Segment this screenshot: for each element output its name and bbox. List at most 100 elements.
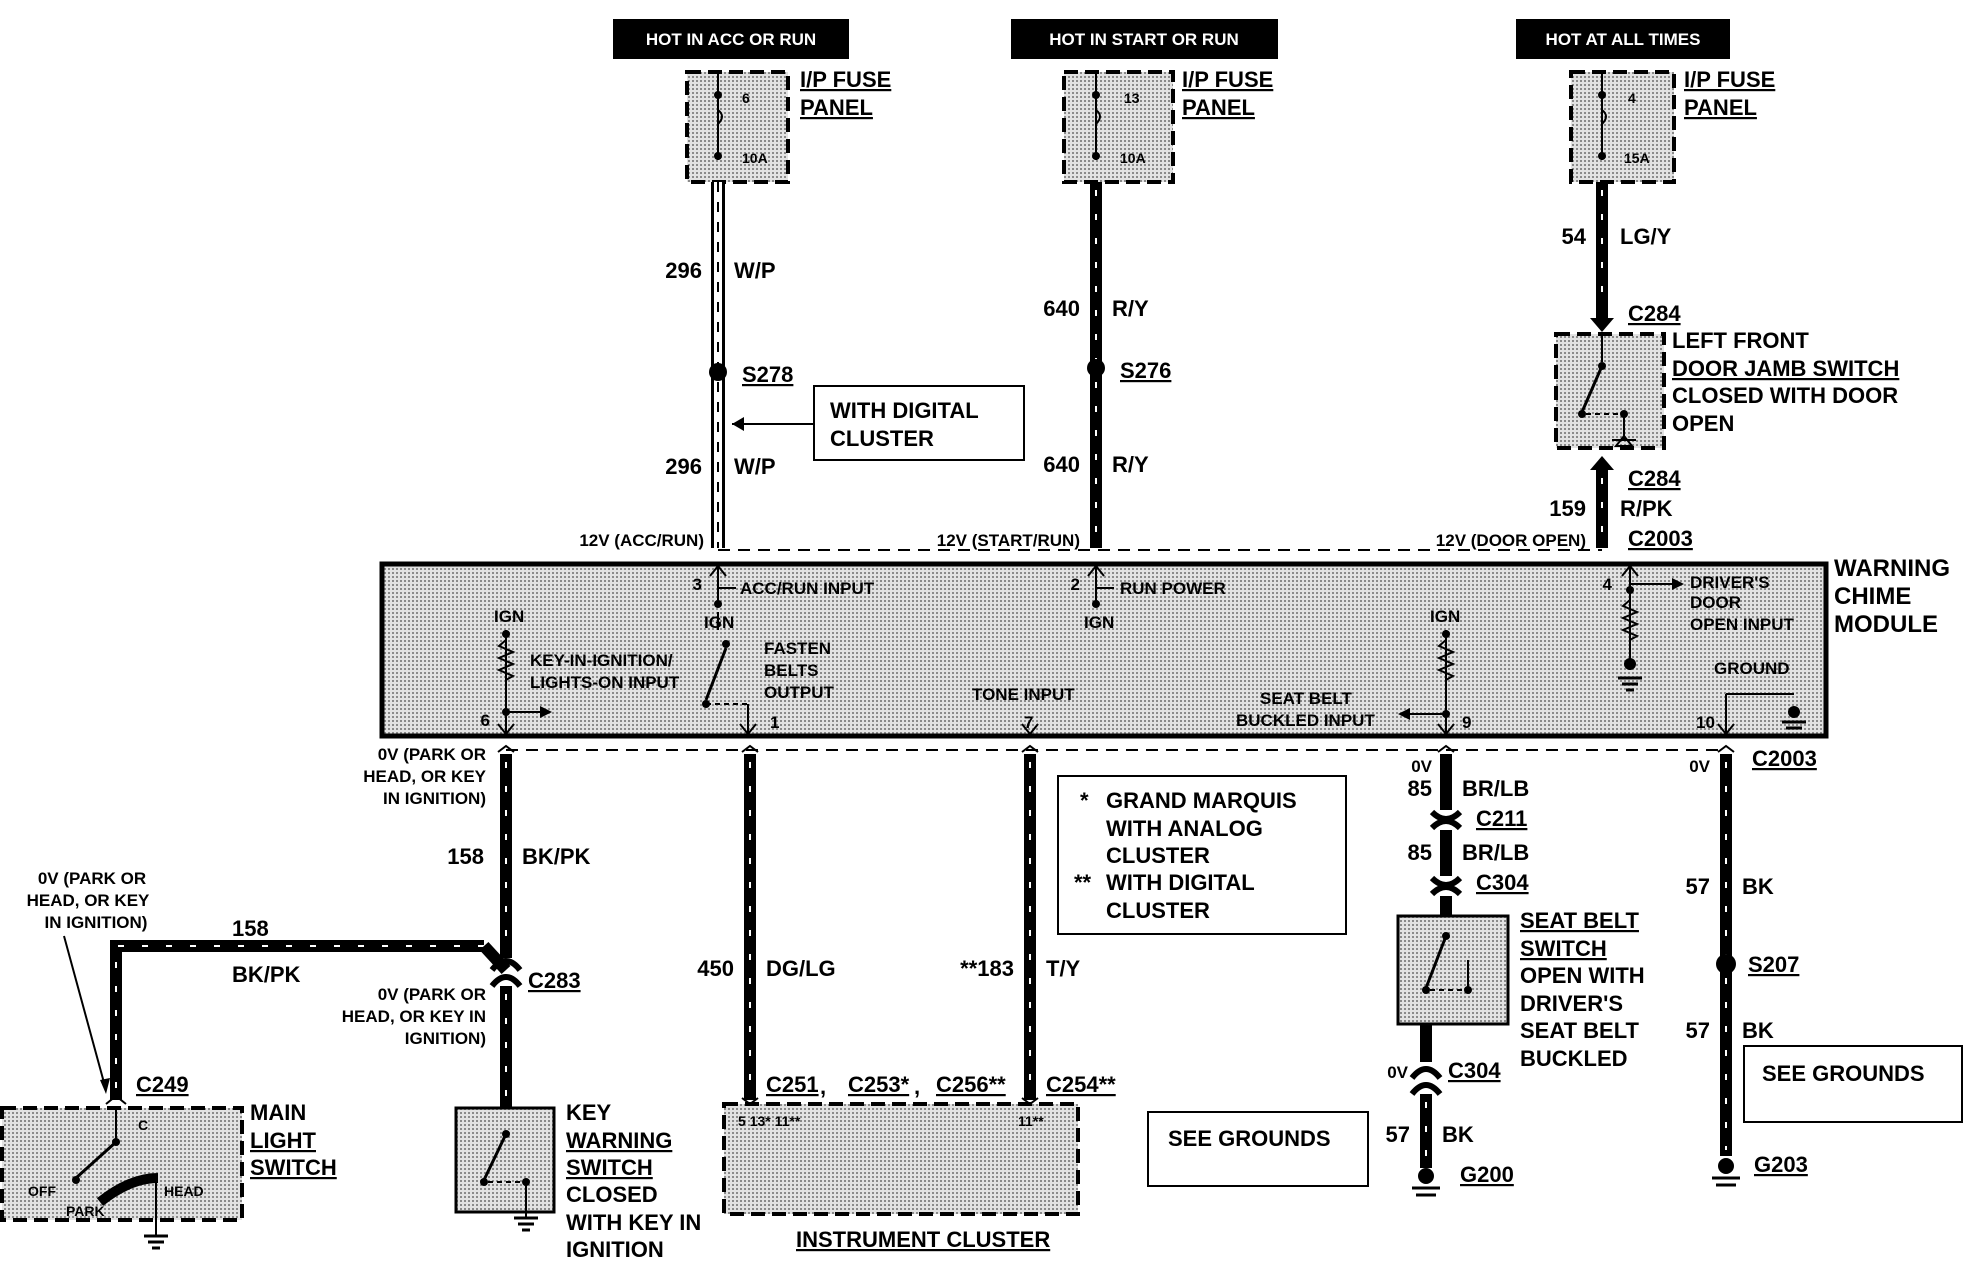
connector-c256: C256** <box>936 1072 1006 1097</box>
ign-run: IGN <box>1084 613 1114 632</box>
wire-57-color-c: BK <box>1742 1018 1774 1043</box>
fuse-6: 6 10A <box>685 70 790 184</box>
wire-640-circuit-b: 640 <box>1043 452 1080 477</box>
fuse-4: 4 15A <box>1569 70 1676 184</box>
door-switch-line-1: LEFT FRONT <box>1672 328 1809 353</box>
wire-158-circuit-b: 158 <box>232 916 269 941</box>
ground-g200: G200 <box>1460 1162 1514 1187</box>
ign-key: IGN <box>494 607 524 626</box>
pin-4: 4 <box>1603 575 1613 594</box>
wire-296-circuit-b: 296 <box>665 454 702 479</box>
seat-switch-line-1: SEAT BELT <box>1520 908 1640 933</box>
pin-9: 9 <box>1462 713 1471 732</box>
pin-7: 7 <box>1024 713 1033 732</box>
ground-g203: G203 <box>1754 1152 1808 1177</box>
connector-c304-bottom: C304 <box>1448 1058 1501 1083</box>
fuse-panel-label-2b: PANEL <box>1182 95 1255 120</box>
wire-158-color-b: BK/PK <box>232 962 301 987</box>
wire-85-color-b: BR/LB <box>1462 840 1529 865</box>
wire-85-circuit-b: 85 <box>1408 840 1432 865</box>
seat-switch-line-5: SEAT BELT <box>1520 1018 1640 1043</box>
fuse-6-number: 6 <box>742 90 750 106</box>
connector-c284-bottom: C284 <box>1628 466 1681 491</box>
wire-640-color-a: R/Y <box>1112 296 1149 321</box>
module-name-2: CHIME <box>1834 583 1911 610</box>
key-switch-line-4: CLOSED <box>566 1182 658 1207</box>
wire-450-color: DG/LG <box>766 956 836 981</box>
fasten-line-3: OUTPUT <box>764 683 835 702</box>
fuse-panel-label-2: I/P FUSE <box>1182 67 1273 92</box>
door-input-line-3: OPEN INPUT <box>1690 615 1795 634</box>
see-grounds-box-1: SEE GROUNDS <box>1147 1111 1369 1187</box>
connector-c211: C211 <box>1476 806 1527 831</box>
wire-640-color-b: R/Y <box>1112 452 1149 477</box>
v-note-3-line-3: IN IGNITION) <box>45 913 148 932</box>
header-start-run: HOT IN START OR RUN <box>1011 19 1278 59</box>
connector-c283: C283 <box>528 968 581 993</box>
splice-s278-dot <box>709 363 727 381</box>
door-switch-line-3: CLOSED WITH DOOR <box>1672 383 1898 408</box>
key-input-line-1: KEY-IN-IGNITION/ <box>530 651 673 670</box>
g203-0v: 0V <box>1689 757 1710 776</box>
wire-85 <box>1429 744 1463 916</box>
fuse-4-rating: 15A <box>1624 150 1650 166</box>
v-note-1-line-2: HEAD, OR KEY <box>363 767 486 786</box>
light-switch-name-3: SWITCH <box>250 1155 337 1180</box>
fuse-panel-label-1: I/P FUSE <box>800 67 891 92</box>
cluster-pins-left: 5 13* 11** <box>738 1113 801 1129</box>
wire-158 <box>110 744 523 1110</box>
pin-3: 3 <box>693 575 702 594</box>
digital-cluster-note: WITH DIGITAL CLUSTER <box>732 385 1025 461</box>
wire-57-circuit-b: 57 <box>1686 874 1710 899</box>
door-switch-line-4: OPEN <box>1672 411 1734 436</box>
seat-switch-line-2: SWITCH <box>1520 936 1607 961</box>
legend-line-5: CLUSTER <box>1106 898 1210 923</box>
g200-0v: 0V <box>1387 1063 1408 1082</box>
wire-296-circuit-a: 296 <box>665 258 702 283</box>
see-grounds-box-2: SEE GROUNDS <box>1743 1045 1963 1123</box>
warning-chime-module <box>379 561 1829 739</box>
ign-seat: IGN <box>1430 607 1460 626</box>
wire-183-color: T/Y <box>1046 956 1081 981</box>
wire-158-circuit-a: 158 <box>447 844 484 869</box>
seat-belt-switch <box>1396 914 1510 1026</box>
seat-switch-line-6: BUCKLED <box>1520 1046 1628 1071</box>
pin-6: 6 <box>481 711 490 730</box>
fuse-panel-label-3: I/P FUSE <box>1684 67 1775 92</box>
connector-c254: C254** <box>1046 1072 1116 1097</box>
wire-159 <box>1590 456 1614 548</box>
fuse-panel-label-1b: PANEL <box>800 95 873 120</box>
splice-s276-label: S276 <box>1120 358 1171 383</box>
connector-c2003-bottom: C2003 <box>1752 746 1817 771</box>
wire-450-circuit: 450 <box>697 956 734 981</box>
v-note-2-line-2: HEAD, OR KEY IN <box>342 1007 486 1026</box>
connector-c249: C249 <box>136 1072 189 1097</box>
key-switch-line-6: IGNITION <box>566 1237 664 1262</box>
v-note-2-line-1: 0V (PARK OR <box>378 985 486 1004</box>
ground-label: GROUND <box>1714 659 1790 678</box>
instrument-cluster: 5 13* 11** 11** <box>722 1102 1080 1216</box>
see-grounds-1: SEE GROUNDS <box>1168 1126 1331 1151</box>
connector-c2003-top: C2003 <box>1628 526 1693 551</box>
header-start-run-text: HOT IN START OR RUN <box>1049 30 1239 49</box>
splice-s276-dot <box>1087 359 1105 377</box>
cluster-pins-right: 11** <box>1018 1113 1044 1129</box>
legend-mark-1: * <box>1080 788 1089 813</box>
splice-s278-label: S278 <box>742 362 793 387</box>
splice-s207-label: S207 <box>1748 952 1799 977</box>
key-switch-line-5: WITH KEY IN <box>566 1210 701 1235</box>
run-power: RUN POWER <box>1120 579 1226 598</box>
light-switch-name-2: LIGHT <box>250 1128 317 1153</box>
wire-450 <box>741 744 759 1106</box>
wire-296-color-a: W/P <box>734 258 776 283</box>
door-jamb-switch <box>1554 332 1666 450</box>
legend-line-1: GRAND MARQUIS <box>1106 788 1297 813</box>
light-switch-c: C <box>138 1117 148 1133</box>
seat-input-line-1: SEAT BELT <box>1260 689 1353 708</box>
wire-57-color-b: BK <box>1742 874 1774 899</box>
legend-line-4: WITH DIGITAL <box>1106 870 1255 895</box>
voltage-door-open: 12V (DOOR OPEN) <box>1436 531 1586 550</box>
wire-159-circuit: 159 <box>1549 496 1586 521</box>
header-all-times-text: HOT AT ALL TIMES <box>1546 30 1701 49</box>
